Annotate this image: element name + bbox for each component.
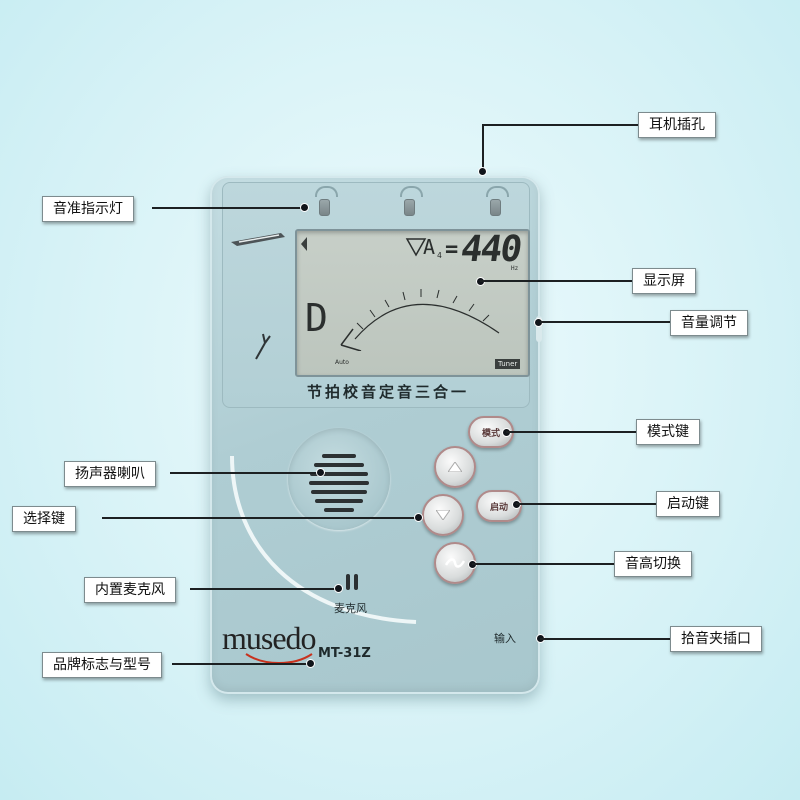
frequency-value: 440 <box>458 229 523 270</box>
device-title: 节拍校音定音三合一 <box>306 383 469 401</box>
callout-earphone-jack: 耳机插孔 <box>638 112 716 138</box>
mic-label: 麦克风 <box>334 602 367 615</box>
mic-hole-right <box>354 574 358 590</box>
callout-dot <box>334 584 343 593</box>
auto-label: Auto <box>335 359 349 366</box>
callout-display: 显示屏 <box>632 268 696 294</box>
leader-line <box>482 124 484 172</box>
callout-mic: 内置麦克风 <box>84 577 176 603</box>
brand-logo: musedo <box>222 620 317 656</box>
frequency-unit: Hz <box>511 265 519 272</box>
callout-dot <box>478 167 487 176</box>
tilde-icon <box>445 558 465 568</box>
note-letter: D <box>305 296 328 340</box>
callout-select-key: 选择键 <box>12 506 76 532</box>
pitch-letter: A <box>423 235 436 259</box>
pitch-led-right <box>490 199 501 216</box>
mic-hole-left <box>346 574 350 590</box>
leader-line <box>102 517 418 519</box>
leader-line <box>472 563 614 565</box>
metronome-tuner-device: A 4 = 440 Hz <box>210 176 542 694</box>
callout-dot <box>300 203 309 212</box>
equals-sign: = <box>445 237 459 262</box>
callout-start-key: 启动键 <box>656 491 720 517</box>
led-socket <box>486 186 509 197</box>
model-label: MT-31Z <box>318 646 371 661</box>
decorative-curve <box>230 456 417 624</box>
display-panel: A 4 = 440 Hz <box>222 182 530 408</box>
callout-pitch-led: 音准指示灯 <box>42 196 134 222</box>
callout-volume: 音量调节 <box>670 310 748 336</box>
callout-pitch-switch: 音高切换 <box>614 551 692 577</box>
leader-line <box>190 588 336 590</box>
brand-swoosh <box>245 653 313 664</box>
leader-line <box>172 663 308 665</box>
tuning-fork-icon <box>255 333 271 360</box>
callout-dot <box>316 468 325 477</box>
led-socket <box>315 186 338 197</box>
callout-dot <box>414 513 423 522</box>
meter-needle <box>340 328 354 346</box>
pitch-led-center <box>404 199 415 216</box>
callout-brand-model: 品牌标志与型号 <box>42 652 162 678</box>
bar-indicator-icon <box>301 237 307 251</box>
pitch-switch-button[interactable] <box>434 542 476 584</box>
mode-tag: Tuner <box>495 359 521 369</box>
callout-dot <box>306 659 315 668</box>
callout-speaker: 扬声器喇叭 <box>64 461 156 487</box>
leader-line <box>482 124 638 126</box>
tuning-meter-arc <box>340 289 500 351</box>
leader-line <box>516 503 656 505</box>
arrow-down-icon <box>436 510 450 520</box>
leader-line <box>480 280 632 282</box>
callout-mode-key: 模式键 <box>636 419 700 445</box>
led-socket <box>400 186 423 197</box>
leader-line <box>540 638 670 640</box>
callout-pickup-jack: 拾音夹插口 <box>670 626 762 652</box>
volume-wheel[interactable] <box>536 316 542 342</box>
input-label: 输入 <box>494 632 516 645</box>
pitch-octave: 4 <box>437 251 442 260</box>
arrow-up-icon <box>448 462 462 472</box>
pitch-led-left <box>319 199 330 216</box>
tuning-triangle-icon <box>405 238 427 257</box>
up-button[interactable] <box>434 446 476 488</box>
down-button[interactable] <box>422 494 464 536</box>
metronome-graphic-icon <box>231 233 285 246</box>
leader-line <box>540 321 670 323</box>
lcd-screen: A 4 = 440 Hz <box>295 229 530 377</box>
leader-line <box>152 207 304 209</box>
speaker-grille <box>288 428 390 530</box>
leader-line <box>506 431 636 433</box>
leader-line <box>170 472 320 474</box>
